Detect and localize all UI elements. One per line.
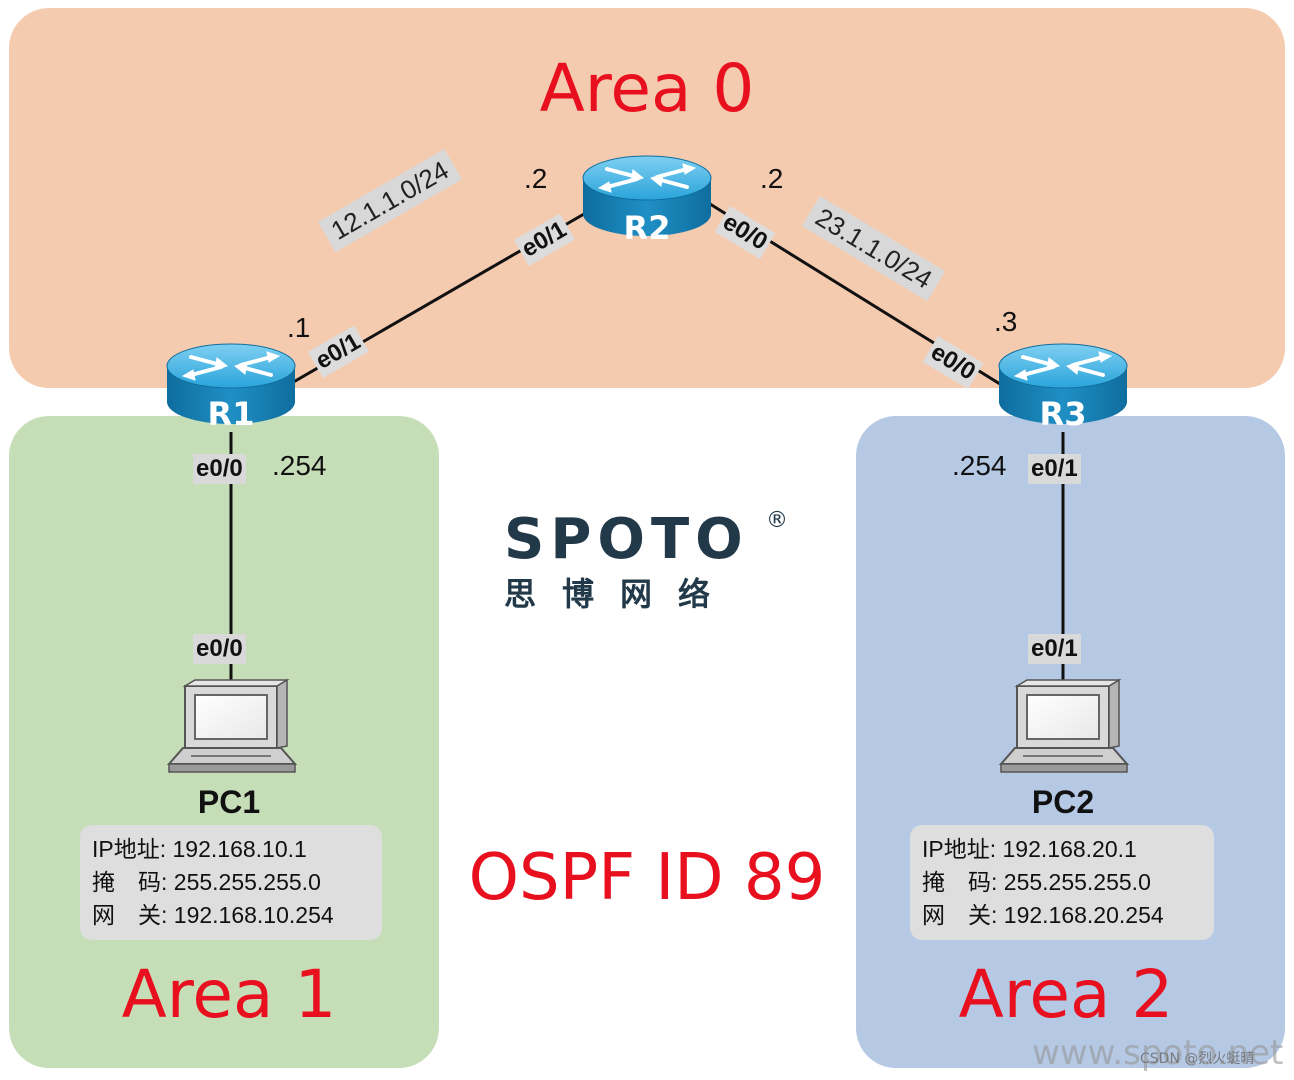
pc1-computer-icon xyxy=(168,679,296,773)
area-0-label: Area 0 xyxy=(539,50,755,127)
pc1-gateway: 网 关: 192.168.10.254 xyxy=(92,902,334,928)
registered-mark: ® xyxy=(766,508,788,533)
pc2-computer-icon xyxy=(1000,679,1128,773)
r2-e0-1-address: .2 xyxy=(524,163,548,194)
pc2-e0-1-label: e0/1 xyxy=(1028,634,1081,664)
pc2-mask: 掩 码: 255.255.255.0 xyxy=(922,869,1151,895)
logo-subtitle: 思博网络 xyxy=(504,575,737,613)
logo-name: SPOTO xyxy=(504,507,749,572)
r1-e0-0-label: e0/0 xyxy=(193,454,246,484)
pc2-name: PC2 xyxy=(1031,784,1095,820)
router-r1-name: R1 xyxy=(207,395,255,433)
r1-e0-1-address: .1 xyxy=(287,312,311,343)
area-2-label: Area 2 xyxy=(958,956,1174,1033)
router-r3-name: R3 xyxy=(1039,395,1087,433)
spoto-logo: SPOTO ® 思博网络 xyxy=(504,507,788,613)
area-1-label: Area 1 xyxy=(121,956,337,1033)
r1-e0-0-address: .254 xyxy=(272,450,327,481)
r3-e0-1-address: .254 xyxy=(952,450,1007,481)
ospf-title: OSPF ID 89 xyxy=(468,841,826,915)
r3-e0-0-address: .3 xyxy=(994,306,1018,337)
router-r2-name: R2 xyxy=(623,209,671,247)
pc2-gateway: 网 关: 192.168.20.254 xyxy=(922,902,1164,928)
pc2-ip: IP地址: 192.168.20.1 xyxy=(922,836,1137,862)
credit-watermark: CSDN @烈火蜓晴 xyxy=(1140,1051,1255,1067)
pc2-info-box: IP地址: 192.168.20.1 掩 码: 255.255.255.0 网 … xyxy=(910,825,1214,940)
pc1-ip: IP地址: 192.168.10.1 xyxy=(92,836,307,862)
r2-e0-0-address: .2 xyxy=(760,163,784,194)
pc1-name: PC1 xyxy=(197,784,261,820)
r3-e0-1-label: e0/1 xyxy=(1028,454,1081,484)
pc1-info-box: IP地址: 192.168.10.1 掩 码: 255.255.255.0 网 … xyxy=(80,825,382,940)
site-watermark: www.spoto.net xyxy=(1032,1033,1284,1073)
pc1-e0-0-label: e0/0 xyxy=(193,634,246,664)
pc1-mask: 掩 码: 255.255.255.0 xyxy=(92,869,321,895)
